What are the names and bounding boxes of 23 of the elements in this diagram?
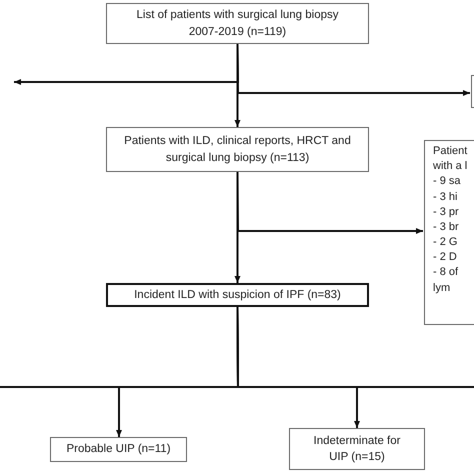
process-box (50, 437, 187, 462)
box-text: Incident ILD with suspicion of IPF (n=83) (134, 288, 341, 303)
process-box (106, 127, 369, 172)
box-text: - 2 D (433, 250, 457, 266)
arrow (234, 172, 240, 283)
process-box (106, 3, 369, 44)
box-text: - 8 of (433, 265, 458, 280)
process-box (289, 428, 425, 470)
box-text: - 9 sa (433, 174, 461, 190)
box-text: - 2 G (433, 235, 458, 250)
box-text: Indeterminate for UIP (n=15) (312, 434, 402, 465)
box-text: - 3 br (433, 220, 459, 235)
box-text: Patients with ILD, clinical reports, HRCT and surgical lung biopsy (n=113) (123, 134, 352, 166)
box-text: with a l (433, 159, 468, 174)
box-text: Probable UIP (n=11) (66, 442, 171, 458)
box-text: List of patients with surgical lung biopsy 2007-2019 (n=119) (136, 8, 340, 40)
arrow (236, 307, 360, 428)
box-text: - 3 hi (433, 190, 458, 205)
arrow (234, 44, 240, 127)
box-text: lym (433, 280, 450, 296)
box-text: Patient (433, 144, 468, 159)
process-box (106, 283, 369, 307)
box-text: - 3 pr (433, 204, 459, 220)
